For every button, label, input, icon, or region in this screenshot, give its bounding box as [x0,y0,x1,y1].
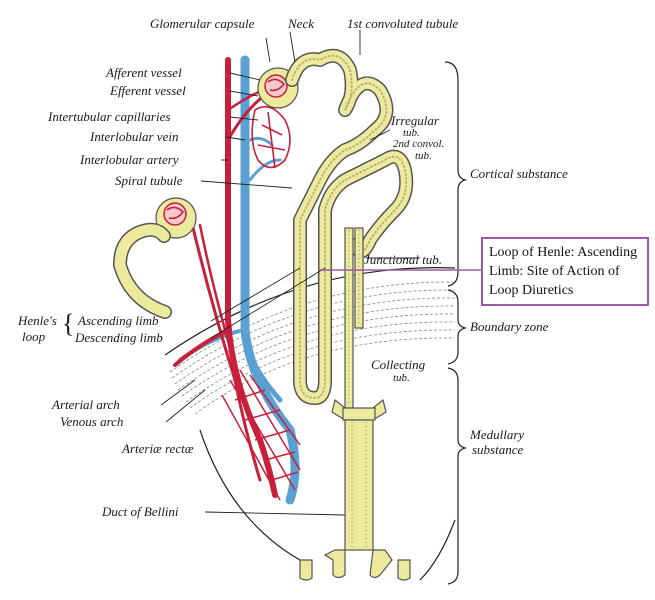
label-interlobular-vein: Interlobular vein [90,129,179,144]
outline-curves [164,267,456,581]
label-ascending-limb: Ascending limb [78,313,159,328]
label-collecting-tub-2: tub. [393,372,410,384]
label-second-convol-2: tub. [415,150,432,162]
label-irregular-tub-2: tub. [403,127,420,139]
label-collecting-tub: Collecting [371,357,426,372]
label-boundary-zone: Boundary zone [470,319,549,334]
loop-diuretics-callout: Loop of Henle: Ascending Limb: Site of A… [481,237,649,306]
label-descending-limb: Descending limb [75,330,163,345]
label-neck: Neck [288,16,314,31]
label-afferent-vessel: Afferent vessel [106,65,182,80]
label-medullary-substance: substance [472,442,524,457]
glomerulus-lower [155,197,197,239]
label-henles: Henle's [18,313,57,328]
label-arteriae-rectae: Arteriæ rectæ [122,441,194,456]
nephron-tubules [113,48,414,405]
label-first-convoluted-tubule: 1st convoluted tubule [347,16,459,31]
label-spiral-tubule: Spiral tubule [115,173,183,188]
label-medullary: Medullary [470,427,525,442]
label-arterial-arch: Arterial arch [52,397,120,412]
label-duct-of-bellini: Duct of Bellini [102,504,179,519]
henle-brace: { [62,309,75,338]
region-braces [444,61,468,585]
label-intertubular-capillaries: Intertubular capillaries [48,109,171,124]
label-second-convol: 2nd convol. [393,138,445,150]
vasa-recta-mesh [221,369,301,501]
duct-dots [348,230,367,548]
label-interlobular-artery: Interlobular artery [80,152,179,167]
leader-lines [160,30,481,516]
peritubular-capillaries [251,105,291,169]
label-glomerular-capsule: Glomerular capsule [150,16,255,31]
label-efferent-vessel: Efferent vessel [110,83,186,98]
label-irregular-tub: Irregular [391,113,439,128]
label-cortical-substance: Cortical substance [470,166,568,181]
label-junctional-tub: Junctional tub. [364,252,442,267]
label-venous-arch: Venous arch [60,414,124,429]
label-loop: loop [22,329,46,344]
